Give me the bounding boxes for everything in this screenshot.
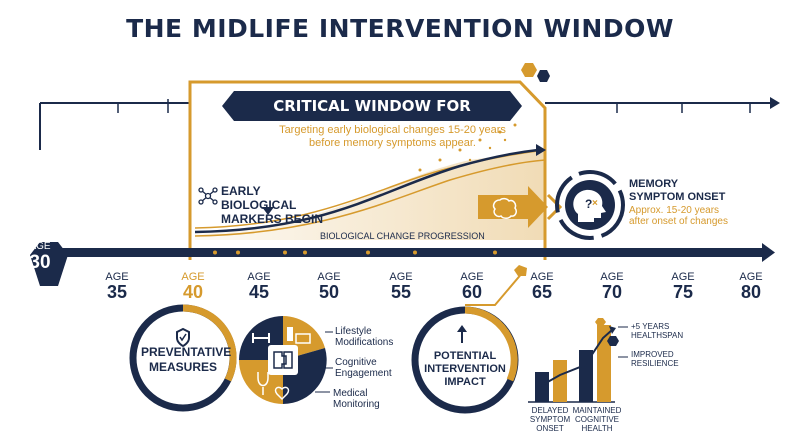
measure-line: Medical (333, 388, 368, 399)
impact-title-line: INTERVENTION (424, 363, 506, 375)
bar-label-line: DELAYED (531, 406, 569, 415)
age-tick-label: AGE (530, 271, 554, 283)
memory-onset-subtitle: Approx. 15-20 years after onset of chang… (629, 205, 749, 227)
age-tick-value: 65 (531, 282, 553, 302)
age-tick-label: AGE (181, 271, 205, 283)
impact-title-line: POTENTIAL (433, 350, 497, 362)
age-tick-value: 45 (248, 282, 270, 302)
onset-sub-line: Approx. 15-20 years (629, 205, 720, 216)
preventative-title-line: MEASURES (148, 360, 217, 374)
age-30-badge (30, 242, 68, 286)
measure-line: Monitoring (333, 399, 380, 410)
bar-label-line: MAINTAINED (572, 406, 622, 415)
measure-lifestyle: Lifestyle Modifications (335, 326, 393, 348)
early-markers-line: EARLY BIOLOGICAL (221, 184, 297, 212)
main-timeline (30, 242, 775, 286)
bar-maintained-2 (597, 325, 611, 402)
svg-text:×: × (592, 198, 598, 209)
age-tick-label: AGE (460, 271, 484, 283)
subtitle-line: Targeting early biological changes 15-20… (279, 124, 506, 136)
dumbbell-icon (252, 333, 270, 343)
bar-label-maintained: MAINTAINED COGNITIVE HEALTH (572, 406, 622, 433)
bar-delayed-1 (535, 372, 549, 402)
age-tick-value: 35 (106, 282, 128, 302)
subtitle-line: before memory symptoms appear. (309, 137, 476, 149)
svg-text:?: ? (585, 197, 592, 211)
head-question-icon: ? × (555, 170, 625, 240)
progression-label: BIOLOGICAL CHANGE PROGRESSION (320, 231, 485, 241)
impact-bar-chart (528, 318, 628, 403)
page-title: THE MIDLIFE INTERVENTION WINDOW (126, 14, 674, 43)
early-markers-line: MARKERS BEGIN (221, 212, 324, 226)
note-healthspan: +5 YEARS HEALTHSPAN (631, 322, 683, 340)
age-tick-value: 50 (318, 282, 340, 302)
age-30-value: 30 (29, 252, 51, 273)
up-arrow-icon (457, 325, 467, 343)
age-tick-label: AGE (739, 271, 763, 283)
age-tick-label: AGE (247, 271, 271, 283)
age-tick-label: AGE (317, 271, 341, 283)
note-line: RESILIENCE (631, 359, 679, 368)
bar-label-line: SYMPTOM (529, 415, 571, 424)
age-tick-label: AGE (105, 271, 129, 283)
network-icon (198, 186, 218, 211)
measure-cognitive: Cognitive Engagement (335, 357, 392, 379)
age-tick-value: 70 (601, 282, 623, 302)
shield-icon (176, 327, 190, 348)
preventative-title-line: PREVENTATIVE (141, 345, 232, 359)
age-tick-value: 75 (672, 282, 694, 302)
note-line: HEALTHSPAN (631, 331, 684, 340)
note-line: IMPROVED (631, 350, 674, 359)
onset-title-line: MEMORY (629, 178, 679, 190)
age-tick-value: 55 (390, 282, 412, 302)
measure-medical: Medical Monitoring (333, 388, 380, 410)
bottle-icon (287, 327, 293, 341)
stethoscope-icon (257, 372, 269, 395)
puzzle-icon (273, 351, 293, 369)
onset-sub-line: after onset of changes (629, 216, 728, 227)
age-tick-label: AGE (600, 271, 624, 283)
memory-onset-title: MEMORY SYMPTOM ONSET (629, 178, 749, 204)
food-icon (295, 333, 311, 344)
onset-title-line: SYMPTOM ONSET (629, 191, 726, 203)
measure-line: Modifications (335, 337, 394, 348)
critical-window-subtitle: Targeting early biological changes 15-20… (255, 124, 530, 150)
heart-icon (274, 386, 290, 401)
measure-line: Engagement (335, 368, 392, 379)
critical-window-banner: CRITICAL WINDOW FOR PREVENTION (222, 91, 522, 121)
early-markers-arrow (262, 207, 274, 215)
bar-label-delayed: DELAYED SYMPTOM ONSET (527, 406, 573, 433)
progression-arrow (478, 186, 563, 228)
age-tick-value: 80 (740, 282, 762, 302)
bar-maintained-1 (579, 350, 593, 402)
preventative-ring (129, 304, 237, 412)
age-tick-label: AGE (671, 271, 695, 283)
hex-decor (595, 318, 619, 346)
age-30-label: AGE (29, 241, 51, 252)
bar-label-line: HEALTH (581, 424, 613, 433)
impact-title-line: IMPACT (444, 376, 486, 388)
age-tick-value: 40 (182, 282, 204, 302)
early-markers-label: EARLY BIOLOGICAL MARKERS BEGIN (221, 184, 331, 226)
age-tick-label: AGE (389, 271, 413, 283)
bar-label-line: ONSET (536, 424, 564, 433)
bar-label-line: COGNITIVE (574, 415, 619, 424)
note-resilience: IMPROVED RESILIENCE (631, 350, 679, 368)
impact-title: POTENTIAL INTERVENTION IMPACT (420, 350, 510, 389)
age-tick-value: 60 (461, 282, 483, 302)
measure-line: Lifestyle (335, 326, 372, 337)
measure-line: Cognitive (335, 357, 377, 368)
bar-delayed-2 (553, 360, 567, 402)
impact-connector (465, 265, 527, 306)
impact-ring (411, 306, 519, 414)
brain-icon (492, 197, 517, 219)
upper-timeline (39, 97, 780, 150)
note-line: +5 YEARS (631, 322, 670, 331)
measures-wheel (239, 316, 333, 404)
preventative-title: PREVENTATIVE MEASURES (141, 345, 232, 375)
progression-band (194, 123, 546, 240)
